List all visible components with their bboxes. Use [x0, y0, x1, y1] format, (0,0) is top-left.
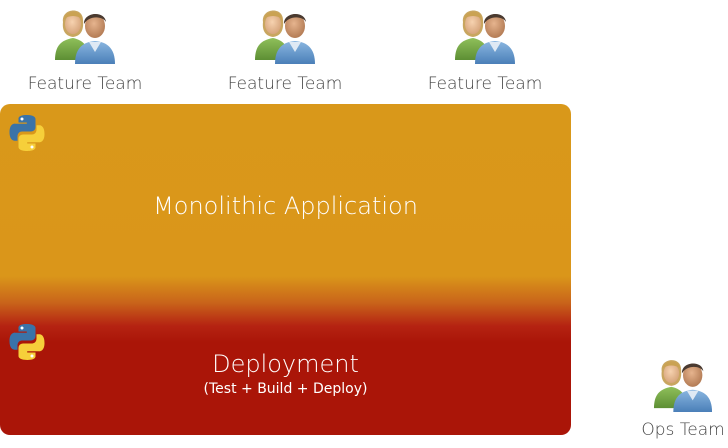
feature-team-1: Feature Team — [15, 2, 155, 94]
people-icon — [651, 352, 715, 412]
feature-team-label: Feature Team — [27, 74, 143, 94]
deployment-subtitle: (Test + Build + Deploy) — [203, 381, 368, 397]
feature-team-label: Feature Team — [427, 74, 543, 94]
people-icon — [253, 2, 317, 64]
ops-team: Ops Team — [638, 352, 728, 440]
feature-team-2: Feature Team — [215, 2, 355, 94]
people-icon — [453, 2, 517, 64]
feature-team-label: Feature Team — [227, 74, 343, 94]
application-title: Monolithic Application — [153, 192, 418, 220]
people-icon — [53, 2, 117, 64]
feature-team-3: Feature Team — [415, 2, 555, 94]
monolithic-application-block: Monolithic Application Deployment (Test … — [0, 104, 571, 435]
ops-team-label: Ops Team — [641, 420, 725, 440]
python-logo-icon — [7, 113, 47, 153]
deployment-title: Deployment — [212, 350, 359, 378]
